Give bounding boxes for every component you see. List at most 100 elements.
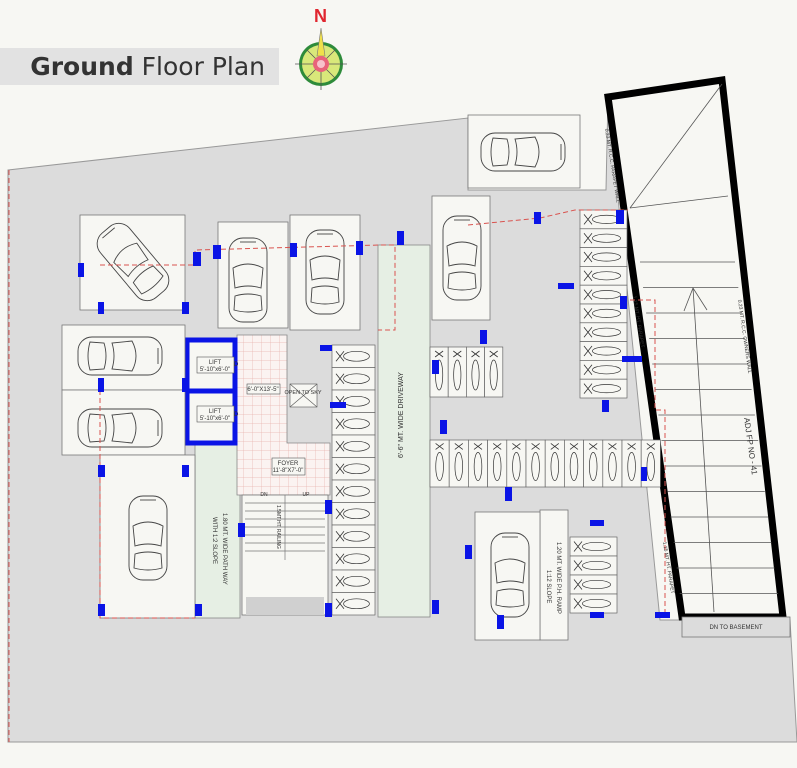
- structural-column: [195, 604, 202, 616]
- structural-column: [325, 603, 332, 617]
- bike-slot: [429, 346, 449, 398]
- bike-slot: [579, 247, 628, 267]
- structural-column: [98, 302, 104, 314]
- lift1-door: D: [234, 362, 239, 368]
- parking-bay: [474, 511, 541, 641]
- stair-dn-label: DN: [260, 492, 268, 498]
- car-icon: [128, 495, 168, 581]
- parking-bay: [289, 214, 361, 331]
- parking-bay: [431, 195, 491, 321]
- lift1-label-box: [196, 356, 235, 374]
- parking-bay: [99, 454, 196, 619]
- car-icon: [305, 229, 345, 315]
- bike-slot: [579, 228, 628, 248]
- railing-label: 1.5MT.HT. RAILING: [275, 505, 281, 549]
- lift2-size: 5'-10"x6'-0": [200, 416, 230, 422]
- bike-slot: [579, 284, 628, 305]
- bike-slot: [579, 378, 628, 399]
- pathway-label-1: 1.80 MT. WIDE PATH WAY: [221, 513, 227, 585]
- bike-slot: [448, 439, 469, 488]
- structural-column: [497, 615, 504, 629]
- structural-column: [290, 243, 297, 257]
- open-to-sky-label: OPEN TO SKY: [284, 390, 321, 396]
- bike-slot: [525, 439, 546, 488]
- car-icon: [480, 132, 566, 172]
- bike-slot: [468, 439, 488, 488]
- stair-landing: [246, 597, 324, 615]
- lift1-title: LIFT: [209, 360, 222, 366]
- structural-column: [440, 420, 447, 434]
- structural-column: [78, 263, 84, 277]
- car-icon: [77, 336, 163, 376]
- structural-column: [182, 378, 189, 392]
- structural-column: [238, 523, 245, 537]
- bike-slot: [583, 439, 604, 488]
- bike-slot: [544, 439, 565, 488]
- structural-column: [182, 302, 189, 314]
- arrowhead-icon: [683, 287, 708, 312]
- bike-slot: [564, 439, 584, 488]
- ramp: [539, 509, 569, 641]
- bike-slot: [569, 593, 618, 614]
- parking-bay: [61, 389, 186, 456]
- bike-slot: [579, 266, 628, 286]
- structural-column: [98, 604, 105, 616]
- structural-column: [622, 356, 642, 362]
- title-banner: Ground Floor Plan: [0, 48, 279, 85]
- stair-up-label: UP: [303, 492, 311, 498]
- basement-ramp-strip: [681, 616, 791, 638]
- compass-north-label: N: [314, 6, 327, 26]
- bike-slot: [569, 574, 618, 595]
- page-title: Ground Floor Plan: [30, 52, 265, 81]
- structural-column: [182, 465, 189, 477]
- structural-column: [465, 545, 472, 559]
- bike-slot: [579, 341, 628, 361]
- car-icon: [77, 408, 163, 448]
- structural-column: [432, 360, 439, 374]
- parking-bay: [61, 324, 186, 391]
- bike-slot: [331, 457, 376, 481]
- lift2-label-box: [196, 405, 235, 423]
- lobby-size: 6'-0"X13'-5": [247, 387, 278, 393]
- bike-slot: [331, 344, 376, 368]
- bike-slot: [331, 479, 376, 503]
- bike-slot: [331, 367, 376, 391]
- car-icon: [442, 215, 482, 301]
- structural-column: [98, 378, 104, 392]
- adjacent-stair-lines: [629, 83, 779, 594]
- foyer-label-box: [271, 457, 306, 476]
- lobby-label-box: [246, 383, 281, 395]
- lift2-title: LIFT: [209, 409, 222, 415]
- bike-slot: [447, 346, 467, 398]
- car-icon: [490, 532, 530, 618]
- bike-slot: [331, 592, 376, 616]
- car-icon: [228, 237, 268, 323]
- stair-treads: [245, 495, 325, 560]
- structural-column: [620, 296, 627, 309]
- direction-arrow: [692, 287, 715, 613]
- structural-column: [558, 283, 574, 289]
- pathway-label-2: WITH 1:2 SLOPE: [211, 517, 217, 564]
- bike-slot: [331, 412, 376, 436]
- compass-rose-icon: [295, 27, 347, 90]
- structural-column: [505, 487, 512, 501]
- bike-slot: [331, 569, 376, 593]
- driveway-label: 6'-6" MT. WIDE DRIVEWAY: [398, 372, 405, 458]
- structural-column: [616, 210, 624, 224]
- parking-bay: [217, 221, 289, 329]
- structural-column: [655, 612, 670, 618]
- lift1-size: 5'-10"x6'-0": [200, 367, 230, 373]
- parking-bay: [79, 214, 186, 311]
- structural-column: [320, 345, 332, 351]
- bike-slot: [602, 439, 623, 488]
- driveway: [377, 244, 431, 618]
- foyer-floor: [236, 334, 331, 496]
- car-icon: [96, 222, 170, 302]
- structural-column: [397, 231, 404, 245]
- structural-column: [432, 600, 439, 614]
- bike-slot: [569, 536, 618, 557]
- structural-column: [325, 500, 332, 514]
- structural-column: [590, 612, 604, 618]
- parking-bay: [467, 114, 581, 189]
